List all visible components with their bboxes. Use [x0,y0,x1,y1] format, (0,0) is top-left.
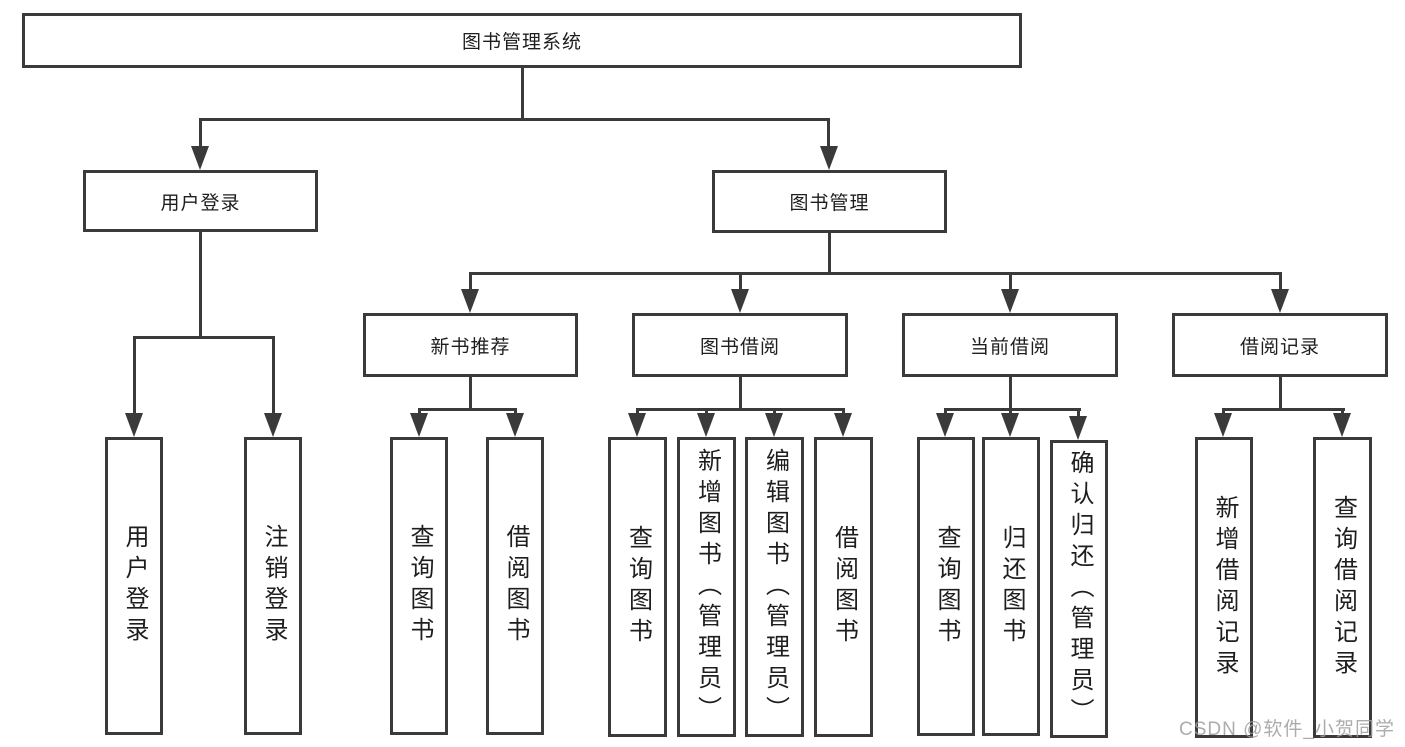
connector-segment [944,408,1081,411]
node-leaf-logout: 注销登录 [244,437,302,735]
arrow-down-icon [731,289,749,313]
arrow-down-icon [125,413,143,437]
arrow-down-icon [264,413,282,437]
node-book-management: 图书管理 [712,170,947,233]
connector-segment [469,272,1282,275]
node-leaf-return-book: 归还图书 [982,437,1040,736]
node-label: 编辑图书（管理员） [761,447,789,727]
node-leaf-query-borrow-record: 查询借阅记录 [1313,437,1372,738]
connector-segment [1009,377,1012,410]
node-label: 图书借阅 [699,336,780,358]
node-system-root: 图书管理系统 [22,13,1022,68]
node-label: 新书推荐 [430,336,511,358]
node-book-borrowing: 图书借阅 [632,313,848,377]
connector-segment [418,408,517,411]
node-label: 借阅图书 [502,524,529,648]
node-label: 确认归还（管理员） [1066,449,1093,729]
arrow-down-icon [765,413,783,437]
connector-segment [828,233,831,275]
connector-segment [272,339,275,415]
node-leaf-add-borrow-record: 新增借阅记录 [1195,437,1253,738]
arrow-down-icon [191,146,209,170]
arrow-down-icon [410,413,428,437]
node-label: 当前借阅 [969,336,1050,358]
node-borrowing-records: 借阅记录 [1172,313,1388,377]
node-label: 新增借阅记录 [1211,494,1238,681]
connector-segment [469,275,472,291]
connector-segment [199,118,830,121]
node-user-login-group: 用户登录 [83,170,318,232]
csdn-watermark: CSDN @软件_小贺同学 [1179,719,1395,740]
arrow-down-icon [936,413,954,437]
node-label: 归还图书 [998,524,1025,649]
connector-segment [739,275,742,291]
node-leaf-borrow-books-2: 借阅图书 [814,437,873,737]
arrow-down-icon [1214,413,1232,437]
connector-segment [199,232,202,339]
node-leaf-add-book-admin: 新增图书（管理员） [677,437,736,737]
connector-segment [199,121,202,149]
node-label: 用户登录 [121,524,148,648]
node-leaf-query-books-1: 查询图书 [390,437,448,735]
node-leaf-query-books-2: 查询图书 [608,437,667,737]
arrow-down-icon [628,413,646,437]
connector-segment [469,377,472,410]
node-label: 用户登录 [160,192,241,214]
connector-segment [636,408,845,411]
node-label: 查询图书 [406,524,433,648]
connector-segment [1279,377,1282,410]
node-current-borrowing: 当前借阅 [902,313,1118,377]
arrow-down-icon [820,146,838,170]
connector-segment [133,339,136,415]
connector-segment [827,121,830,149]
node-label: 图书管理 [789,193,870,214]
node-label: 查询借阅记录 [1329,494,1357,681]
node-label: 新增图书（管理员） [693,447,721,727]
connector-segment [1009,275,1012,291]
arrow-down-icon [697,413,715,437]
node-label: 注销登录 [260,524,287,648]
connector-segment [133,336,275,339]
node-leaf-edit-book-admin: 编辑图书（管理员） [745,437,804,737]
node-label: 查询图书 [933,524,960,649]
node-label: 借阅记录 [1239,336,1320,358]
node-leaf-borrow-books-1: 借阅图书 [486,437,544,735]
arrow-down-icon [1069,416,1087,440]
arrow-down-icon [506,413,524,437]
node-new-book-recommend: 新书推荐 [363,313,578,377]
connector-segment [1222,408,1345,411]
node-leaf-query-books-3: 查询图书 [917,437,975,736]
node-label: 图书管理系统 [461,32,582,53]
connector-segment [521,68,524,121]
node-leaf-user-login: 用户登录 [105,437,163,735]
arrow-down-icon [1001,289,1019,313]
connector-segment [739,377,742,410]
connector-segment [1077,411,1080,416]
node-leaf-confirm-return: 确认归还（管理员） [1050,440,1108,738]
arrow-down-icon [1271,289,1289,313]
arrow-down-icon [1001,413,1019,437]
arrow-down-icon [461,289,479,313]
arrow-down-icon [834,413,852,437]
arrow-down-icon [1333,413,1351,437]
connector-segment [1279,275,1282,291]
node-label: 查询图书 [624,525,652,649]
node-label: 借阅图书 [830,525,858,649]
